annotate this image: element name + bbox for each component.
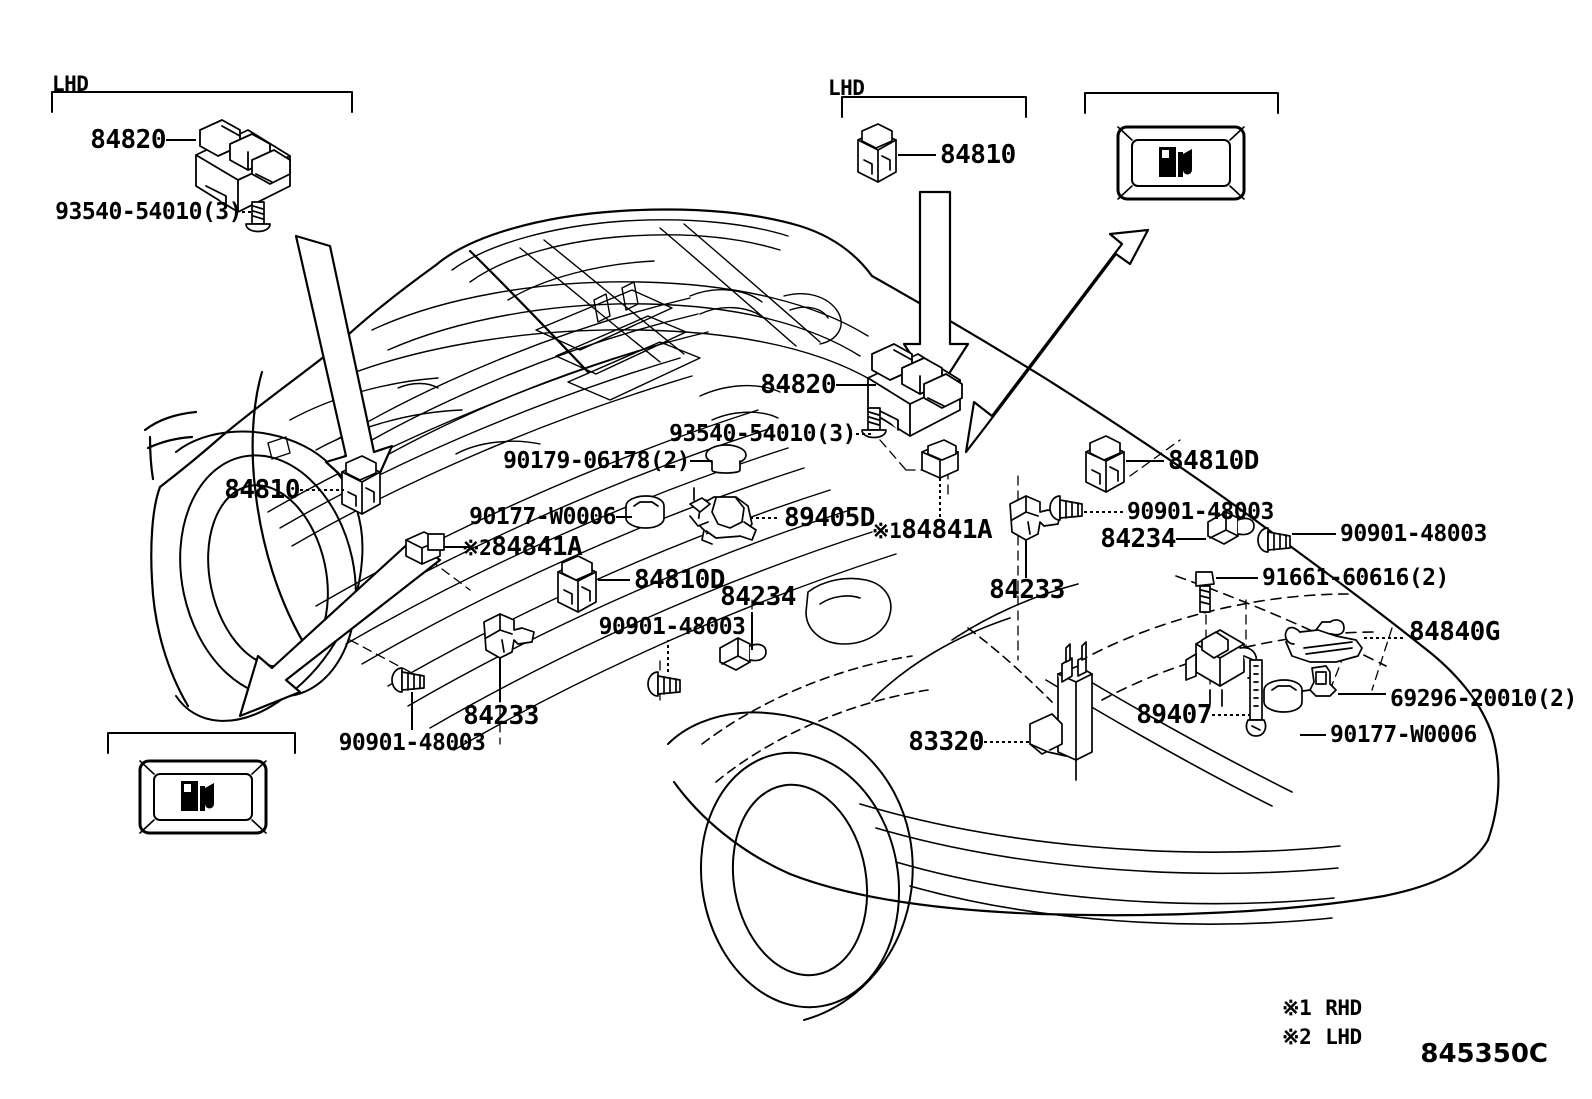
bracket-lhd-mid [841, 96, 1027, 118]
part-83320-unit [1029, 641, 1093, 781]
bracket-label-lhd-left: LHD [52, 72, 89, 96]
part-89407-assembly [1185, 629, 1267, 737]
part-90901-48003-bolt-center [647, 671, 681, 697]
body-perspective-bands [267, 297, 897, 751]
bracket-icon-top [1084, 92, 1279, 114]
bracket-icon-bottom [107, 732, 296, 754]
part-84810D-center [557, 555, 597, 613]
part-84810-top [857, 123, 897, 183]
footnote-rhd-mark: ※1 [1282, 996, 1312, 1020]
part-84840G-handle [1284, 619, 1363, 663]
callout-arrow-fuel-icon-top [964, 228, 1150, 454]
figure-code: 845350C [1420, 1039, 1548, 1069]
part-89405D-actuator [689, 487, 757, 545]
callout-90901-48003-far-right: 90901-48003 [1340, 521, 1487, 547]
part-84810-left [341, 455, 381, 515]
callout-90177-W0006-center: 90177-W0006 [469, 504, 616, 530]
part-84810D-right [1085, 435, 1125, 493]
callout-90901-48003-right-upper: 90901-48003 [1127, 499, 1274, 525]
bracket-label-lhd-mid: LHD [828, 76, 865, 100]
callout-69296-20010: 69296-20010(2) [1390, 686, 1577, 712]
fuel-pump-icon-bottom-group [138, 759, 268, 835]
part-90901-48003-bolt-far-right [1257, 527, 1291, 553]
part-90901-48003-bolt-left [391, 667, 425, 693]
callout-84820-top: 84820 [90, 125, 166, 155]
part-90901-48003-bolt-right-upper [1049, 495, 1083, 521]
callout-84234-center: 84234 [720, 582, 796, 612]
callout-84233-right: 84233 [989, 575, 1065, 605]
footnote-lhd-text: LHD [1325, 1025, 1362, 1049]
footnote-rhd: ※1 RHD [1282, 996, 1362, 1020]
car-interior-lines [267, 219, 879, 460]
callout-84234-right: 84234 [1100, 524, 1176, 554]
part-90177-W0006-nut-right [1263, 679, 1303, 713]
part-90179-06178-nut [705, 444, 747, 474]
footnote-mark-1: ※1 [872, 519, 902, 543]
part-84233-right [1009, 495, 1061, 541]
bracket-lhd-left [51, 91, 353, 113]
callout-90179-06178: 90179-06178(2) [503, 448, 690, 474]
part-84841A-right [921, 439, 959, 479]
callout-arrow-fuel-icon-bottom [238, 538, 442, 718]
part-93540-54010-screw-center [861, 407, 887, 439]
callout-90901-48003-left: 90901-48003 [338, 730, 486, 756]
part-93540-54010-screw-top [245, 201, 271, 233]
callout-84233-left: 84233 [463, 701, 539, 731]
part-84820-center [867, 343, 963, 437]
callout-84841A-left-group: ※284841A [462, 532, 583, 562]
callout-83320: 83320 [908, 727, 984, 757]
part-84233-left [483, 613, 535, 659]
callout-84810D-right: 84810D [1168, 446, 1259, 476]
callout-93540-54010-center: 93540-54010(3) [669, 421, 856, 447]
callout-93540-54010-top: 93540-54010(3) [55, 199, 242, 225]
part-84234-right [1207, 511, 1255, 545]
callout-84841A-right-group: ※184841A [872, 515, 993, 545]
callout-90901-48003-center: 90901-48003 [598, 614, 746, 640]
footnote-lhd: ※2 LHD [1282, 1025, 1362, 1049]
callout-84810-top: 84810 [940, 140, 1016, 170]
callout-84810-left: 84810 [224, 475, 300, 505]
callout-84810D-center: 84810D [634, 565, 725, 595]
part-84841A-left [405, 531, 445, 565]
callout-arrow-master-switch [902, 190, 970, 396]
part-91661-60616-bolt [1195, 571, 1215, 613]
wheels [175, 430, 914, 1021]
callout-91661-60616: 91661-60616(2) [1262, 565, 1449, 591]
part-84820-top [195, 119, 291, 213]
callout-90177-W0006-right: 90177-W0006 [1330, 722, 1477, 748]
fuel-pump-icon-top-group [1116, 125, 1246, 201]
callout-89405D: 89405D [784, 503, 875, 533]
callout-84841A-right: 84841A [901, 515, 993, 545]
callout-89407: 89407 [1136, 700, 1212, 730]
callout-84820-center: 84820 [760, 370, 836, 400]
callout-84840G: 84840G [1409, 617, 1500, 647]
part-84234-center [719, 637, 767, 671]
callout-84841A-left: 84841A [491, 532, 583, 562]
footnote-rhd-text: RHD [1325, 996, 1362, 1020]
footnote-mark-2: ※2 [462, 536, 492, 560]
footnote-lhd-mark: ※2 [1282, 1025, 1312, 1049]
part-90177-W0006-nut-center [625, 495, 665, 529]
